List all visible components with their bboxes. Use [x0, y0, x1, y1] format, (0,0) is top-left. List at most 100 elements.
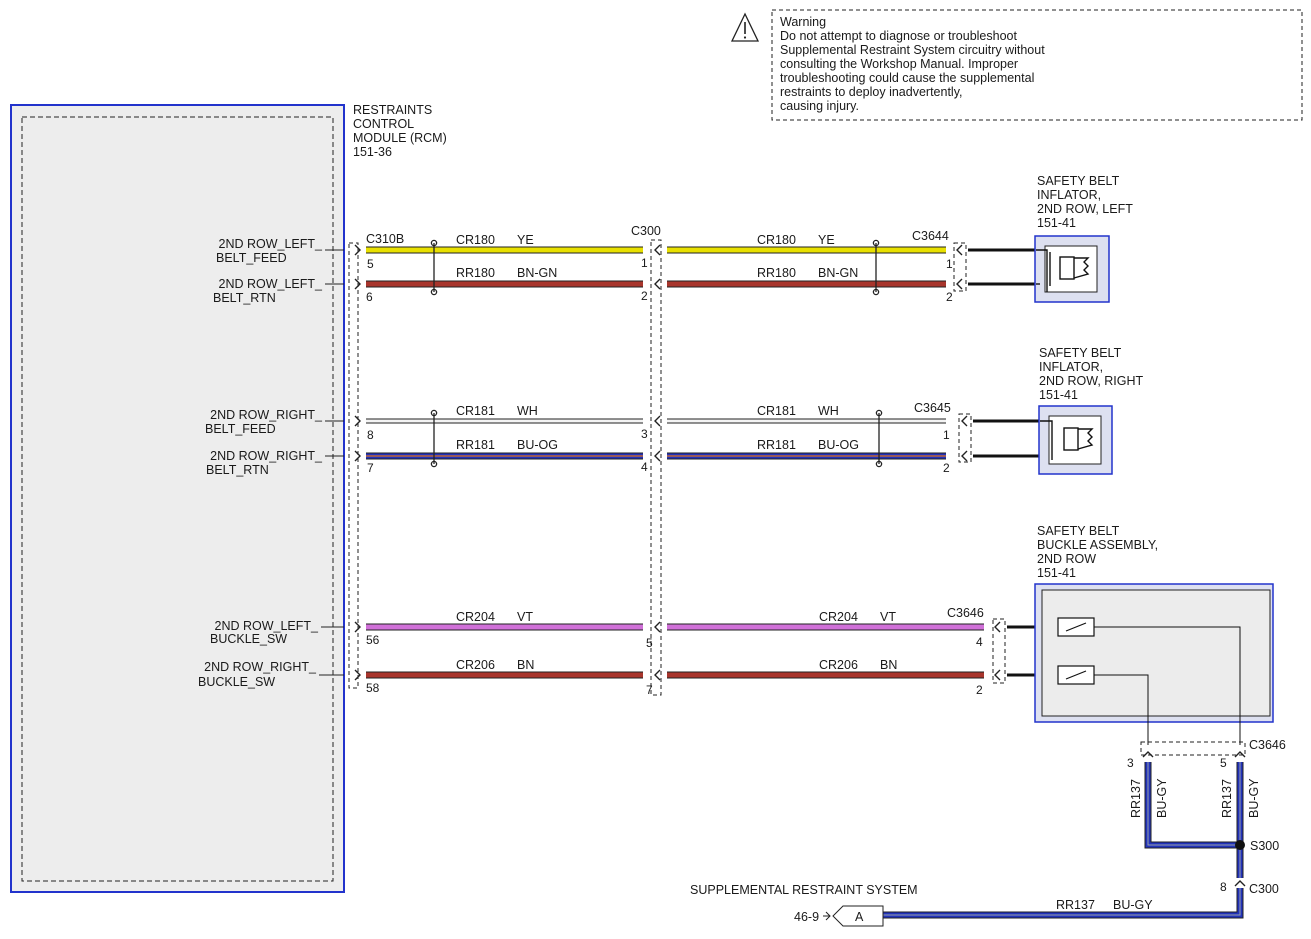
c3646-pin-5: 5 [1220, 756, 1227, 770]
ground-circuit: S300 8 C300 RR137 BU-GY RR137 BU-GY RR13… [690, 762, 1279, 927]
label-rr180-left: RR180 [456, 266, 495, 280]
inflator-squib-icon [1036, 245, 1098, 293]
label-cr206-right: CR206 [819, 658, 858, 672]
label-rr180-right: RR180 [757, 266, 796, 280]
label-bn-right: BN [880, 658, 897, 672]
twisted-pair-markers-right [872, 239, 883, 468]
label-bngn-right: BN-GN [818, 266, 858, 280]
rcm-name-line-3: MODULE (RCM) [353, 131, 447, 145]
label-cr204-right: CR204 [819, 610, 858, 624]
label-wh-right: WH [818, 404, 839, 418]
label-bugy-bottom: BU-GY [1113, 898, 1153, 912]
s300-splice [1235, 840, 1245, 850]
c300-pin-2: 2 [641, 289, 648, 303]
pin-label-left-rtn-1: 2ND ROW_LEFT_ [219, 277, 324, 291]
pin-label-right-rtn-1: 2ND ROW_RIGHT_ [210, 449, 323, 463]
pin-label-right-feed-1: 2ND ROW_RIGHT_ [210, 408, 323, 422]
pin-label-right-buckle-2: BUCKLE_SW [198, 675, 275, 689]
c3644-label: C3644 [912, 229, 949, 243]
c310b-outline [348, 242, 359, 689]
rcm-name-line-1: RESTRAINTS [353, 103, 432, 117]
c300-pin-8: 8 [1220, 880, 1227, 894]
rcm-pin-labels: 2ND ROW_LEFT_ BELT_FEED 2ND ROW_LEFT_ BE… [198, 237, 323, 689]
pin-label-left-buckle-1: 2ND ROW_LEFT_ [215, 619, 320, 633]
warning-title: Warning [780, 15, 826, 29]
rcm-name-line-2: CONTROL [353, 117, 414, 131]
c3645-pin-2: 2 [943, 461, 950, 475]
rcm-module-body [10, 104, 345, 893]
buckle-name-3: 2ND ROW [1037, 552, 1096, 566]
pin-label-right-feed-2: BELT_FEED [205, 422, 276, 436]
right-inflator-name-4: 151-41 [1039, 388, 1078, 402]
warning-line-5: restraints to deploy inadvertently, [780, 85, 963, 99]
c310b-connector: C310B 5 6 8 7 56 58 [348, 232, 404, 695]
label-cr180-left: CR180 [456, 233, 495, 247]
inflator-squib-icon [1040, 415, 1102, 465]
c310b-pin-58: 58 [366, 681, 380, 695]
c3644-outline [953, 242, 967, 292]
label-vt-left: VT [517, 610, 533, 624]
label-cr206-left: CR206 [456, 658, 495, 672]
label-rr181-right: RR181 [757, 438, 796, 452]
label-rr137-bottom: RR137 [1056, 898, 1095, 912]
buckle-name-4: 151-41 [1037, 566, 1076, 580]
label-buog-right: BU-OG [818, 438, 859, 452]
label-cr181-left: CR181 [456, 404, 495, 418]
c310b-pin-56: 56 [366, 633, 380, 647]
pin-label-right-buckle-1: 2ND ROW_RIGHT_ [204, 660, 317, 674]
c310b-label: C310B [366, 232, 404, 246]
c300-pin-1: 1 [641, 256, 648, 270]
rcm-module-inner-outline [21, 116, 334, 882]
c310b-pin-8: 8 [367, 428, 374, 442]
left-inflator-name-4: 151-41 [1037, 216, 1076, 230]
label-cr204-left: CR204 [456, 610, 495, 624]
label-buog-left: BU-OG [517, 438, 558, 452]
c3646-label-bottom: C3646 [1249, 738, 1286, 752]
c300-pin-4: 4 [641, 460, 648, 474]
c3646-outline-in [992, 618, 1006, 684]
left-inflator-name-2: INFLATOR, [1037, 188, 1101, 202]
buckle-name-1: SAFETY BELT [1037, 524, 1120, 538]
ref-tag-a[interactable] [832, 905, 884, 927]
buckle-internal-wires [1094, 626, 1241, 745]
c300-outline [650, 239, 662, 696]
c310b-pin-7: 7 [367, 461, 374, 475]
c300-pin-5: 5 [646, 636, 653, 650]
pin-label-left-buckle-2: BUCKLE_SW [210, 632, 287, 646]
pin-label-left-feed-2: BELT_FEED [216, 251, 287, 265]
c3646-pin-2: 2 [976, 683, 983, 697]
connector-chevrons [354, 244, 1001, 681]
label-cr180-right: CR180 [757, 233, 796, 247]
warning-line-2: Supplemental Restraint System circuitry … [780, 43, 1045, 57]
c3645-pin-1: 1 [943, 428, 950, 442]
c3646-pin-4: 4 [976, 635, 983, 649]
right-inflator-name-1: SAFETY BELT [1039, 346, 1122, 360]
ref-tag-letter: A [855, 910, 864, 924]
warning-line-4: troubleshooting could cause the suppleme… [780, 71, 1034, 85]
c300-pin-7: 7 [646, 683, 653, 697]
label-bngn-left: BN-GN [517, 266, 557, 280]
c300-connector: C300 1 2 3 4 5 7 [631, 224, 662, 697]
warning-line-3: consulting the Workshop Manual. Improper [780, 57, 1018, 71]
left-inflator: SAFETY BELT INFLATOR, 2ND ROW, LEFT 151-… [912, 174, 1133, 304]
c3646-pin-3: 3 [1127, 756, 1134, 770]
s300-label: S300 [1250, 839, 1279, 853]
pin-label-left-rtn-2: BELT_RTN [213, 291, 276, 305]
label-rr137-right: RR137 [1220, 779, 1234, 818]
label-bugy-right: BU-GY [1247, 778, 1261, 818]
warning-line-1: Do not attempt to diagnose or troublesho… [780, 29, 1017, 43]
wire-labels-right: CR180 YE RR180 BN-GN CR181 WH RR181 BU-O… [757, 233, 897, 672]
pin-label-left-feed-1: 2ND ROW_LEFT_ [219, 237, 324, 251]
rcm-module: RESTRAINTS CONTROL MODULE (RCM) 151-36 [10, 103, 447, 893]
label-rr137-left: RR137 [1129, 779, 1143, 818]
c3646-label-top: C3646 [947, 606, 984, 620]
c3644-pin-2: 2 [946, 290, 953, 304]
c310b-pin-6: 6 [366, 290, 373, 304]
label-ye-left: YE [517, 233, 534, 247]
right-inflator-name-3: 2ND ROW, RIGHT [1039, 374, 1144, 388]
label-vt-right: VT [880, 610, 896, 624]
system-label: SUPPLEMENTAL RESTRAINT SYSTEM [690, 883, 918, 897]
ref-page-label: 46-9 [794, 910, 819, 924]
left-inflator-name-1: SAFETY BELT [1037, 174, 1120, 188]
